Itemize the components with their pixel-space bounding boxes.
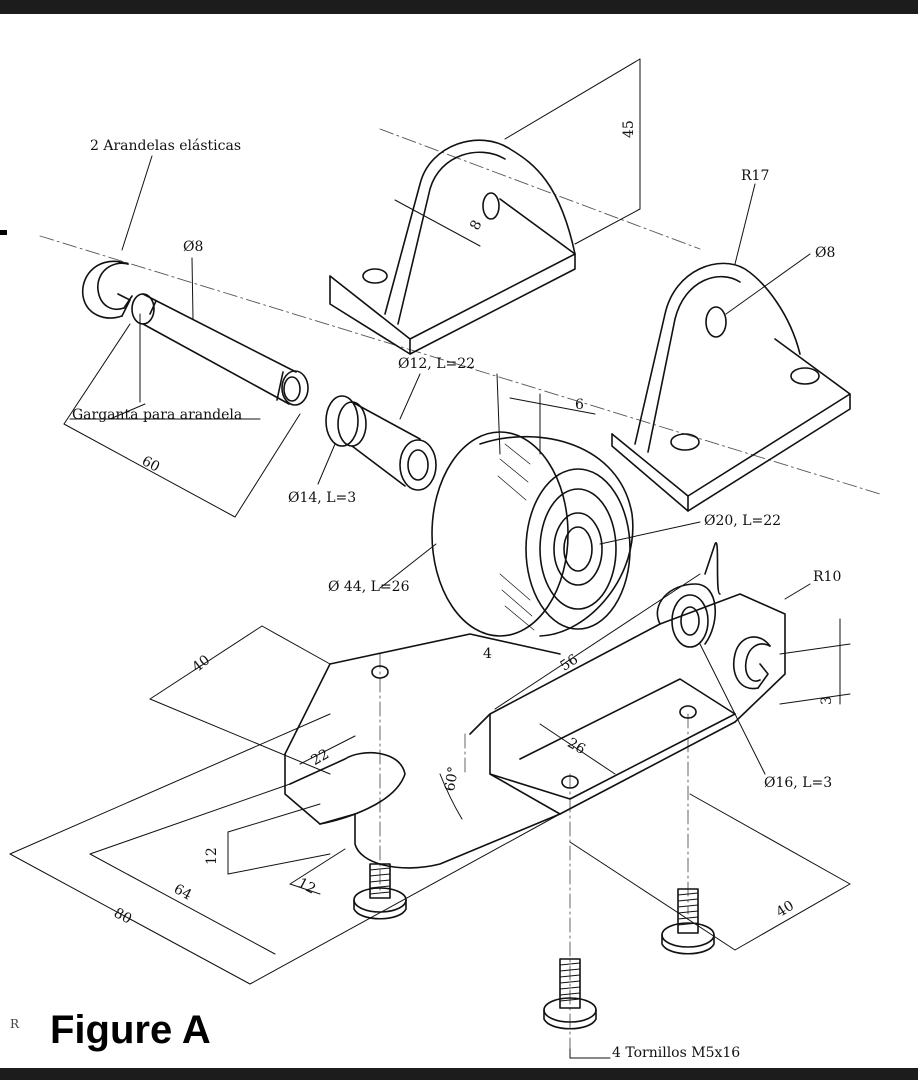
label-washers: 2 Arandelas elásticas [90, 138, 241, 154]
elastic-washer-left [82, 260, 133, 319]
bushing-part [325, 395, 437, 491]
label-pin-diameter: Ø8 [183, 239, 204, 255]
top-frame-bar [0, 0, 918, 14]
roller-part [431, 431, 634, 637]
label-base-height-12: 12 [204, 847, 220, 865]
base-part [284, 542, 786, 869]
label-base-radius: R10 [813, 569, 842, 585]
label-bracket-hole: Ø8 [815, 245, 836, 261]
pin-part [131, 293, 309, 406]
upper-bracket-right [611, 262, 851, 512]
screw-2 [661, 888, 715, 955]
label-bushing-flange: Ø14, L=3 [288, 490, 357, 506]
label-base-thickness-3: 3 [819, 696, 835, 705]
exploded-assembly-drawing [9, 58, 881, 1060]
upper-bracket-left [329, 139, 576, 355]
bottom-frame-bar [0, 1068, 918, 1080]
figure-title: Figure A [50, 1008, 211, 1052]
drawing-sheet: 2 Arandelas elásticas Ø8 Garganta para a… [0, 14, 918, 1068]
label-base-offset-4: 4 [483, 646, 492, 662]
label-roller-inner: Ø20, L=22 [704, 513, 782, 529]
label-base-flange: Ø16, L=3 [764, 775, 833, 791]
label-base-angle: 60° [442, 765, 463, 793]
dimension-lines [9, 58, 851, 1059]
label-bracket-radius: R17 [741, 168, 770, 184]
label-bracket-height: 45 [621, 120, 637, 138]
screw-1 [353, 863, 407, 920]
screw-3 [543, 958, 597, 1030]
label-screws: 4 Tornillos M5x16 [612, 1045, 741, 1061]
corner-mark: R [10, 1017, 20, 1031]
label-roller-outer: Ø 44, L=26 [328, 579, 410, 595]
edge-marker [0, 230, 7, 235]
label-roller-wall: 6 [575, 397, 584, 413]
center-axis-line [39, 128, 881, 1060]
label-bushing-main: Ø12, L=22 [398, 356, 476, 372]
label-washer-groove: Garganta para arandela [72, 407, 243, 423]
elastic-washer-right [733, 636, 771, 690]
